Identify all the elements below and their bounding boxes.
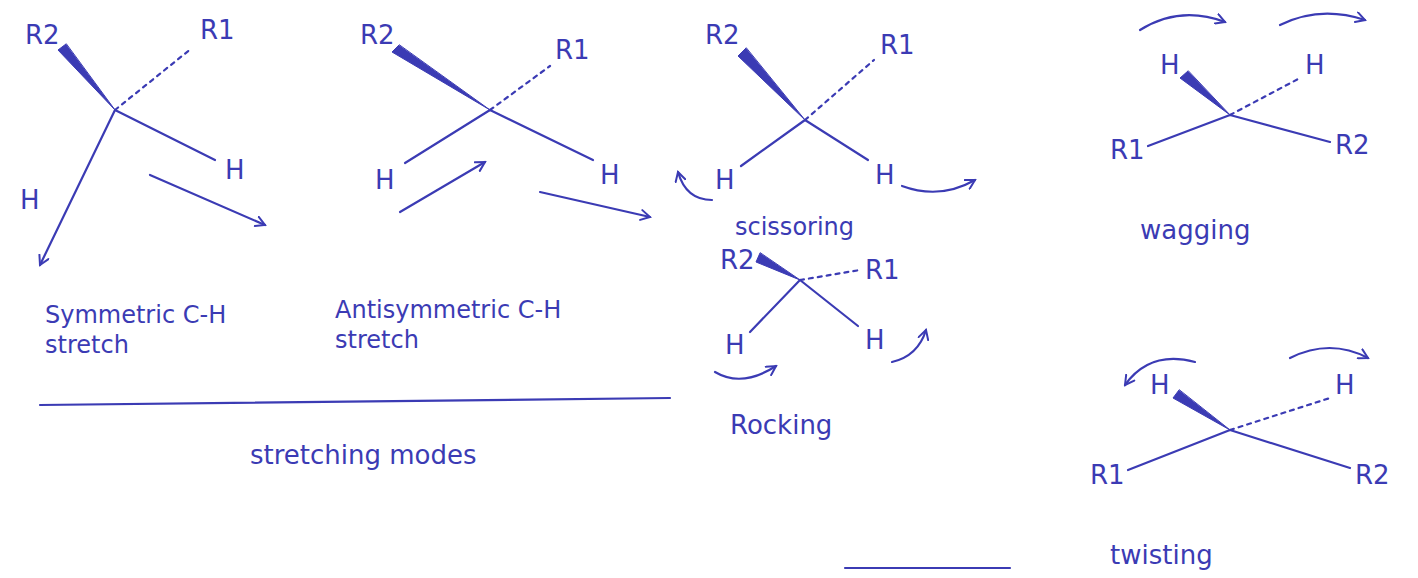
divider-line [40,398,670,405]
atom-label: H [715,165,735,195]
atom-label: R1 [1090,460,1125,490]
atom-label: R2 [1355,460,1390,490]
atom-label: H [875,160,895,190]
atom-label: H [1305,50,1325,80]
mode-caption: scissoring [735,212,854,242]
atom-label: H [1335,370,1355,400]
atom-label: H [865,325,885,355]
atom-label: R1 [200,15,235,45]
mode-caption: Rocking [730,410,832,440]
atom-label: R2 [705,20,740,50]
divider-line [845,567,1010,569]
mode-caption: twisting [1110,540,1213,570]
mode-caption: Antisymmetric C-H stretch [335,295,585,355]
atom-label: R1 [1110,135,1145,165]
group-caption: stretching modes [250,440,477,470]
atom-label: H [1150,370,1170,400]
atom-label: H [1160,50,1180,80]
twisting-molecule [1125,348,1368,470]
atom-label: R1 [880,30,915,60]
atom-label: R2 [1335,130,1370,160]
atom-label: H [725,330,745,360]
atom-label: R1 [555,35,590,65]
atom-label: R2 [720,245,755,275]
atom-label: H [600,160,620,190]
atom-label: R1 [865,255,900,285]
mode-caption: wagging [1140,215,1250,245]
atom-label: R2 [360,20,395,50]
atom-label: R2 [25,20,60,50]
scissoring-molecule [678,48,975,200]
atom-label: H [20,185,40,215]
symmetric-stretch-molecule [40,44,265,265]
atom-label: H [375,165,395,195]
atom-label: H [225,155,245,185]
wagging-molecule [1140,14,1365,146]
antisymmetric-stretch-molecule [392,45,650,217]
mode-caption: Symmetric C-H stretch [45,300,235,360]
